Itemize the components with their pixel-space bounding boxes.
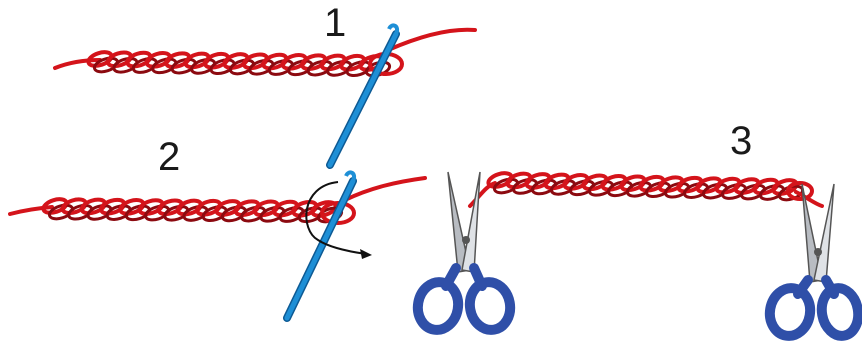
- step-3-chain: [470, 171, 822, 206]
- scissors-icon: [414, 172, 514, 333]
- step-1-label: 1: [324, 1, 346, 45]
- crochet-hook-icon: [330, 25, 397, 165]
- step-2-label: 2: [158, 135, 180, 179]
- step-2-chain: [10, 178, 425, 224]
- step-1-chain: [55, 30, 475, 79]
- scissors-icon: [766, 184, 862, 339]
- step-3-label: 3: [730, 119, 752, 163]
- crochet-hook-icon: [287, 172, 354, 318]
